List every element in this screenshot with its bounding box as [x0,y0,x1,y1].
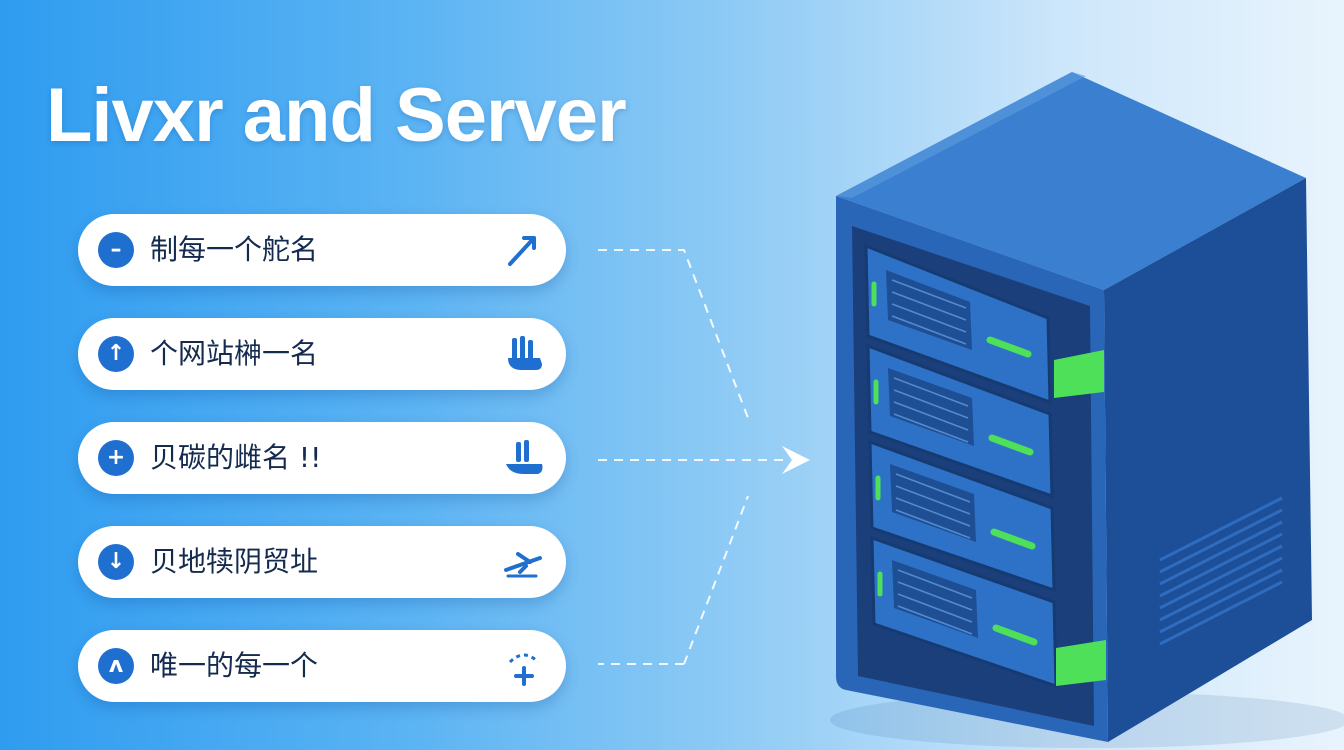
sparkle-plus-icon [508,653,540,686]
list-item-label: 贝碳的雌名 !! [150,441,322,474]
plus-circle-icon: + [98,440,134,476]
list-item-label: 贝地犊阴贸址 [150,545,319,578]
drive-bay [864,243,1052,405]
arrow-up-right-icon [508,236,536,266]
chevron-circle-icon: ʌ [98,648,134,684]
arrow-up-circle-icon: ↑ [98,336,134,372]
connector-lines [598,249,790,665]
airplane-icon [504,552,542,578]
hand-pointer-icon [508,336,542,370]
page-title: Livxr and Server [46,73,627,158]
list-item[interactable]: ʌ 唯一的每一个 [78,630,566,702]
arrow-down-circle-icon: ↓ [98,544,134,580]
list-item[interactable]: ↓ 贝地犊阴贸址 [78,526,566,598]
minus-circle-icon: – [98,232,134,268]
list-item-label: 唯一的每一个 [150,649,319,682]
drive-bay [866,343,1054,499]
list-item[interactable]: ↑ 个网站榊一名 [78,318,566,390]
list-item[interactable]: + 贝碳的雌名 !! [78,422,566,494]
arrow-right-icon [782,446,810,474]
drive-bay [868,439,1056,593]
list-item-label: 个网站榊一名 [150,337,319,370]
list-item[interactable]: – 制每一个舵名 [78,214,566,286]
list-item-label: 制每一个舵名 [150,233,319,266]
hand-pointer-icon [506,440,543,474]
